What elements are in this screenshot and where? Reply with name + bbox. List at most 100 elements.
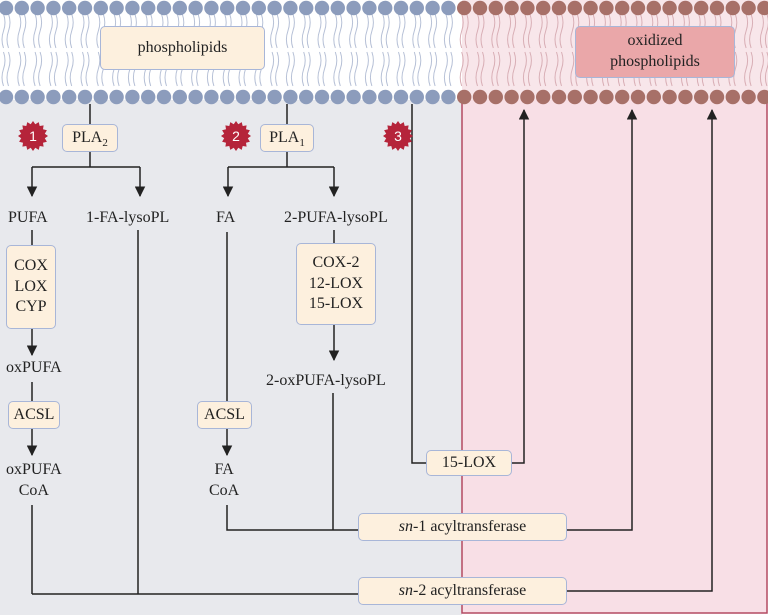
lipid-head — [536, 89, 551, 105]
lipid-tail — [538, 13, 543, 49]
pathway-3-badge: 3 — [394, 128, 402, 144]
lipid-tail — [69, 13, 74, 49]
lipid-tail — [733, 51, 738, 87]
pla1-enzyme: PLA1 — [260, 124, 314, 152]
lipid-tail — [543, 51, 548, 87]
lipid-tail — [417, 51, 422, 87]
lipid-tail — [559, 13, 564, 49]
lox15-direct-enzyme: 15-LOX — [426, 450, 512, 476]
oxpufa-node: oxPUFA — [6, 359, 62, 376]
lipid-head — [0, 89, 14, 105]
lipid-head — [520, 89, 535, 105]
lipid-head — [409, 0, 424, 16]
lipid-head — [567, 0, 582, 16]
lipid-head — [425, 89, 440, 105]
lipid-head — [204, 89, 219, 105]
lipid-head — [378, 0, 393, 16]
lipid-tail — [380, 13, 385, 49]
lipid-tail — [270, 51, 275, 87]
lipid-head — [441, 89, 456, 105]
oxpufa-lysopl-node: 2-oxPUFA-lysoPL — [266, 372, 386, 389]
lipid-head — [330, 0, 345, 16]
lipid-head — [472, 0, 488, 16]
lipid-tail — [301, 13, 306, 49]
lipid-head — [204, 0, 219, 16]
lipid-tail — [448, 13, 453, 49]
lipid-tail — [338, 51, 343, 87]
lipid-tail — [38, 13, 43, 49]
lipid-head — [678, 89, 693, 105]
lipid-tail — [459, 13, 464, 49]
lipid-tail — [33, 51, 38, 87]
lipid-head — [299, 89, 314, 105]
lipid-head — [46, 0, 61, 16]
lipid-head — [93, 0, 109, 16]
lipid-tail — [6, 13, 11, 49]
lipid-tail — [443, 13, 448, 49]
lipid-head — [267, 89, 282, 105]
15lox-to-oxidized-arrow — [512, 108, 530, 464]
sn2-acyltransferase-enzyme: sn-2 acyltransferase — [358, 577, 567, 605]
lipid-tail — [417, 13, 422, 49]
lipid-head — [141, 89, 156, 105]
lipid-head — [30, 0, 45, 16]
lipid-head — [172, 0, 187, 16]
lipid-tail — [491, 13, 496, 49]
lipid-heads — [0, 0, 768, 105]
lipid-head — [61, 0, 77, 16]
lipid-tail — [554, 51, 559, 87]
lipid-tail — [538, 51, 543, 87]
lipid-tail — [290, 51, 295, 87]
lipid-tail — [306, 13, 311, 49]
lipid-tail — [48, 51, 53, 87]
lipid-head — [220, 0, 235, 16]
lipid-head — [235, 0, 251, 16]
lipid-head — [757, 0, 768, 16]
lipid-tail — [6, 51, 11, 87]
direct-to-15lox — [411, 104, 426, 464]
lipid-tail — [349, 51, 354, 87]
lipid-tail — [464, 51, 469, 87]
lipid-head — [583, 89, 598, 105]
sn1-acyltransferase-enzyme: sn-1 acyltransferase — [358, 513, 567, 541]
lipid-tail — [1, 51, 6, 87]
lipid-tail — [17, 51, 22, 87]
lipid-tail — [290, 13, 295, 49]
lipid-tail — [475, 51, 480, 87]
acsl-left-enzyme: ACSL — [8, 401, 60, 429]
lipid-tail — [428, 51, 433, 87]
lipid-tail — [354, 13, 359, 49]
lipid-tail — [369, 51, 374, 87]
lipid-tail — [364, 51, 369, 87]
lipid-tail — [301, 51, 306, 87]
lipid-tail — [317, 51, 322, 87]
lipid-tail — [285, 13, 290, 49]
badge-shape-2 — [221, 121, 251, 151]
lipid-head — [441, 0, 456, 16]
fa-coa-node: FA CoA — [209, 461, 240, 499]
lipid-head — [393, 89, 409, 105]
lipid-head — [409, 89, 424, 105]
lipid-tail — [744, 51, 749, 87]
lipid-head — [567, 89, 582, 105]
lipid-tail — [491, 51, 496, 87]
lipid-tail — [270, 13, 275, 49]
lipid-head — [551, 0, 567, 16]
badge-shape-1 — [18, 121, 48, 151]
lipid-tail — [306, 51, 311, 87]
pathway-1-badge: 1 — [29, 128, 37, 144]
lipid-tail — [459, 51, 464, 87]
lipid-head — [725, 0, 740, 16]
lipid-head — [14, 0, 29, 16]
lipid-head — [188, 0, 203, 16]
lipid-head — [520, 0, 535, 16]
lipid-head — [251, 0, 266, 16]
lipid-head — [30, 89, 45, 105]
lipid-head — [362, 0, 377, 16]
lipid-tail — [475, 13, 480, 49]
lipid-tail — [354, 51, 359, 87]
lipid-tail — [543, 13, 548, 49]
lipid-head — [220, 89, 235, 105]
lipid-head — [109, 89, 124, 105]
lipid-tail — [333, 51, 338, 87]
